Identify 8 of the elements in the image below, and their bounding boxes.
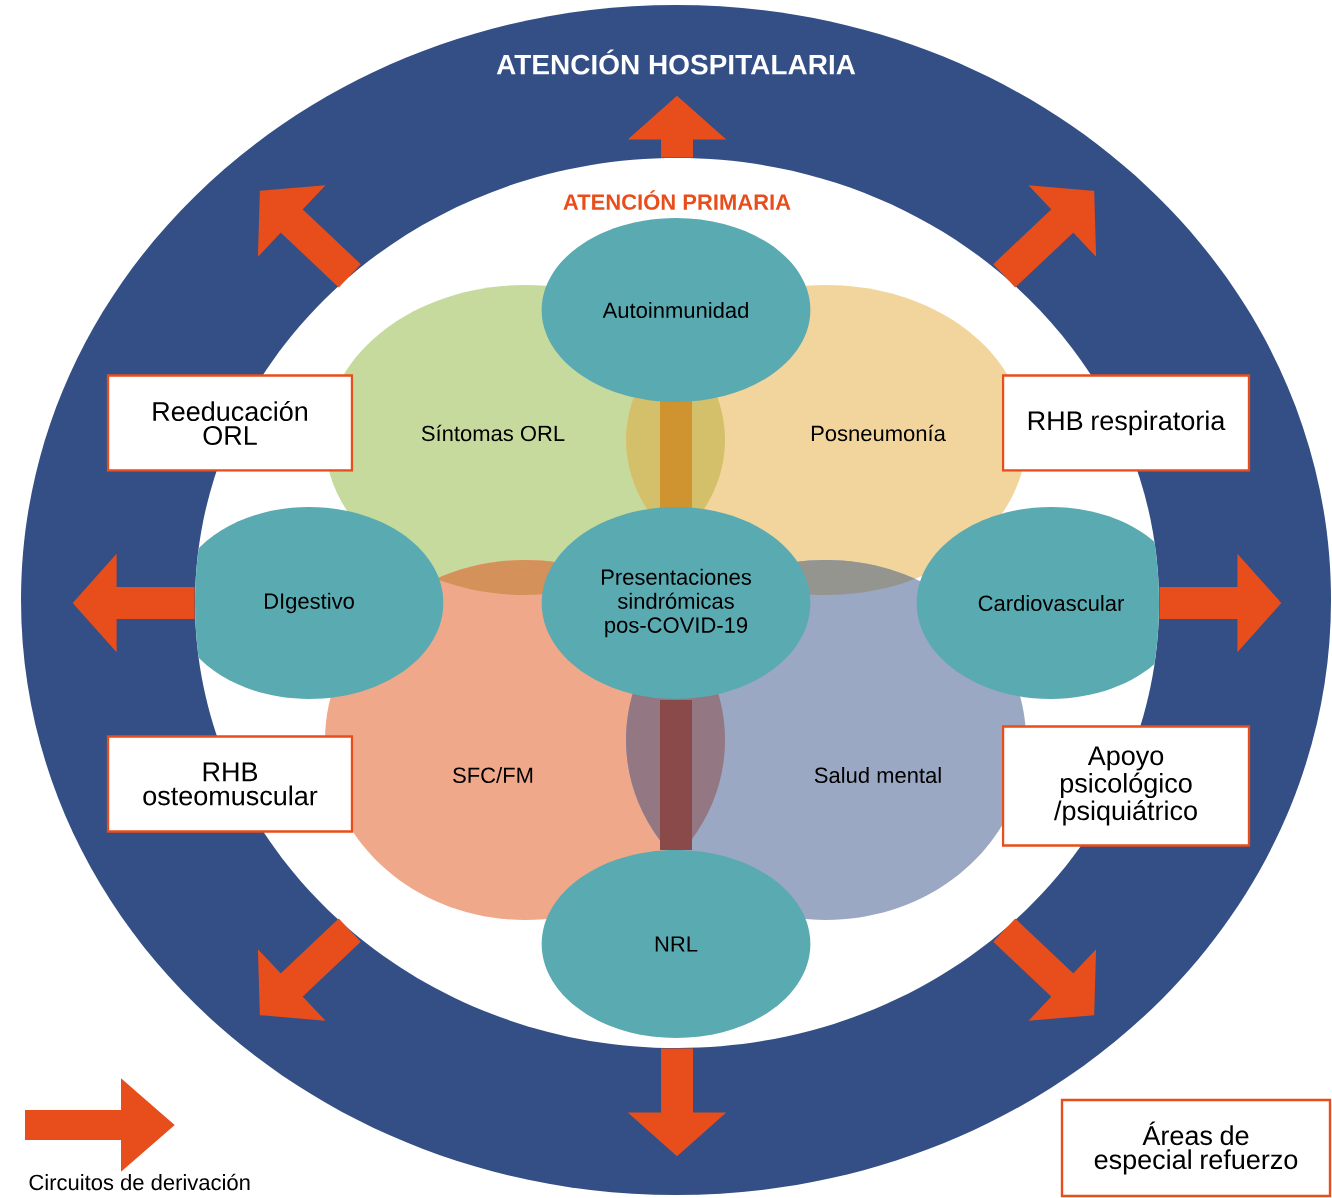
ring-title: ATENCIÓN HOSPITALARIA [496, 49, 856, 75]
legend-box: Áreas de especial refuerzo [1060, 1098, 1332, 1198]
service-box: Reeducación ORL [106, 374, 354, 472]
ring-title: ATENCIÓN PRIMARIA [563, 190, 791, 210]
legend-label: Circuitos de derivación [29, 1173, 250, 1191]
service-box: Apoyo psicológico /psiquiátrico [1001, 725, 1251, 847]
service-box: RHB osteomuscular [106, 735, 354, 833]
service-box: RHB respiratoria [1001, 374, 1251, 472]
